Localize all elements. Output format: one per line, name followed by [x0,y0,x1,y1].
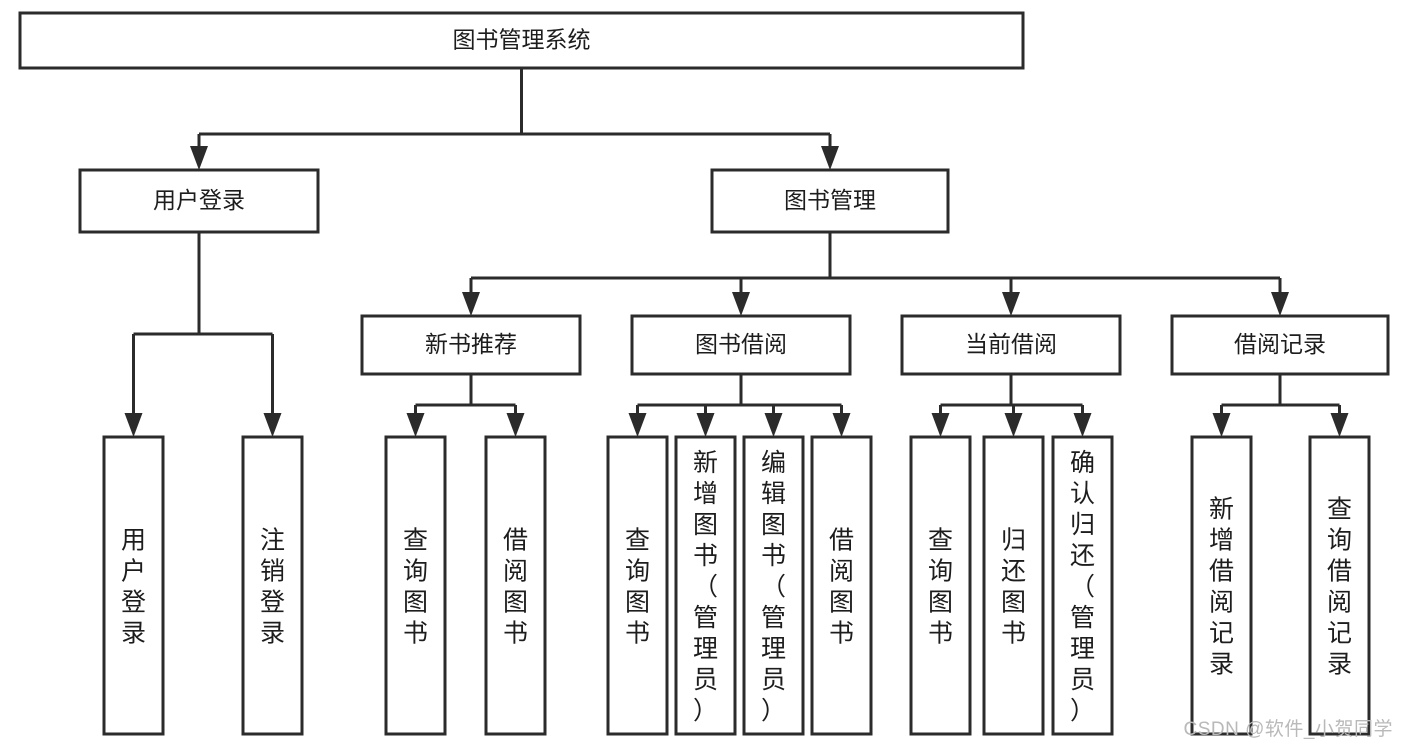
node-box-book-borrow [630,314,852,376]
node-leaf-add-borrow-record[interactable]: 新增借阅记录 [1190,435,1253,736]
node-root[interactable]: 图书管理系统 [18,11,1025,70]
node-box-borrow-records [1170,314,1390,376]
connector-layer [124,68,1349,437]
node-box-root [18,11,1025,70]
node-box-leaf-query-borrow-record [1308,435,1371,736]
arrow-current-borrow-1-head [1004,413,1023,437]
node-box-leaf-edit-book-admin [742,435,805,736]
arrow-current-borrow-0-head [931,413,950,437]
node-new-book-recommend[interactable]: 新书推荐 [360,314,582,376]
arrow-current-borrow-2-head [1073,413,1092,437]
node-box-leaf-user-login [102,435,165,736]
node-label-book-management: 图书管理 [784,187,876,213]
arrow-new-book-recommend-0-head [406,413,425,437]
node-box-leaf-borrow-book-recommend [484,435,547,736]
node-label-leaf-borrow-book-recommend: 借阅图书 [503,527,528,648]
node-book-borrow[interactable]: 图书借阅 [630,314,852,376]
node-box-leaf-add-book-admin [674,435,737,736]
arrow-borrow-records-1-head [1330,413,1349,437]
node-leaf-user-login[interactable]: 用户登录 [102,435,165,736]
node-leaf-query-book-current[interactable]: 查询图书 [909,435,972,736]
node-box-user-login [78,168,320,234]
node-label-book-borrow: 图书借阅 [695,331,787,357]
arrow-new-book-recommend-1-head [506,413,525,437]
node-leaf-borrow-book-recommend[interactable]: 借阅图书 [484,435,547,736]
arrow-book-borrow-2-head [764,413,783,437]
node-label-leaf-return-book: 归还图书 [1001,527,1026,648]
node-label-leaf-edit-book-admin: 编辑图书（管理员） [761,449,786,725]
csdn-watermark: CSDN @软件_小贺同学 [1183,719,1393,740]
node-label-leaf-user-login: 用户登录 [121,527,146,648]
arrow-book-borrow-3-head [832,413,851,437]
node-label-user-login: 用户登录 [153,187,245,213]
arrow-book-borrow-1-head [696,413,715,437]
node-leaf-return-book[interactable]: 归还图书 [982,435,1045,736]
node-box-leaf-logout [241,435,304,736]
node-label-leaf-query-book-recommend: 查询图书 [403,527,428,648]
node-label-leaf-query-book-current: 查询图书 [928,527,953,648]
node-box-leaf-query-book-current [909,435,972,736]
node-label-current-borrow: 当前借阅 [965,331,1057,357]
arrow-book-borrow-0-head [628,413,647,437]
node-label-root: 图书管理系统 [453,27,591,53]
node-user-login[interactable]: 用户登录 [78,168,320,234]
arrow-book-management-1-head [732,292,750,316]
arrow-user-login-1-head [263,413,282,437]
node-box-book-management [710,168,950,234]
arrow-book-management-0-head [462,292,480,316]
node-label-leaf-query-borrow-record: 查询借阅记录 [1327,496,1352,679]
node-label-leaf-borrow-book: 借阅图书 [829,527,854,648]
node-box-leaf-query-book-recommend [384,435,447,736]
node-leaf-confirm-return-admin[interactable]: 确认归还（管理员） [1051,435,1114,736]
node-leaf-query-book-borrow[interactable]: 查询图书 [606,435,669,736]
arrow-borrow-records-0-head [1212,413,1231,437]
node-layer: 图书管理系统用户登录图书管理新书推荐图书借阅当前借阅借阅记录用户登录注销登录查询… [18,11,1390,736]
node-box-leaf-add-borrow-record [1190,435,1253,736]
arrow-root-0-head [190,146,208,170]
node-leaf-borrow-book[interactable]: 借阅图书 [810,435,873,736]
node-borrow-records[interactable]: 借阅记录 [1170,314,1390,376]
arrow-book-management-2-head [1002,292,1020,316]
node-label-leaf-query-book-borrow: 查询图书 [625,527,650,648]
node-label-new-book-recommend: 新书推荐 [425,331,517,357]
node-leaf-query-borrow-record[interactable]: 查询借阅记录 [1308,435,1371,736]
node-leaf-logout[interactable]: 注销登录 [241,435,304,736]
node-label-leaf-confirm-return-admin: 确认归还（管理员） [1070,449,1095,725]
arrow-book-management-3-head [1271,292,1289,316]
node-label-leaf-add-borrow-record: 新增借阅记录 [1209,496,1234,679]
node-label-leaf-logout: 注销登录 [260,527,285,648]
node-label-leaf-add-book-admin: 新增图书（管理员） [693,449,718,725]
node-box-current-borrow [900,314,1122,376]
node-leaf-query-book-recommend[interactable]: 查询图书 [384,435,447,736]
node-leaf-edit-book-admin[interactable]: 编辑图书（管理员） [742,435,805,736]
node-current-borrow[interactable]: 当前借阅 [900,314,1122,376]
node-label-borrow-records: 借阅记录 [1234,331,1326,357]
node-leaf-add-book-admin[interactable]: 新增图书（管理员） [674,435,737,736]
arrow-root-1-head [821,146,839,170]
node-box-leaf-confirm-return-admin [1051,435,1114,736]
node-box-new-book-recommend [360,314,582,376]
node-box-leaf-query-book-borrow [606,435,669,736]
node-box-leaf-borrow-book [810,435,873,736]
node-book-management[interactable]: 图书管理 [710,168,950,234]
arrow-user-login-0-head [124,413,143,437]
node-box-leaf-return-book [982,435,1045,736]
